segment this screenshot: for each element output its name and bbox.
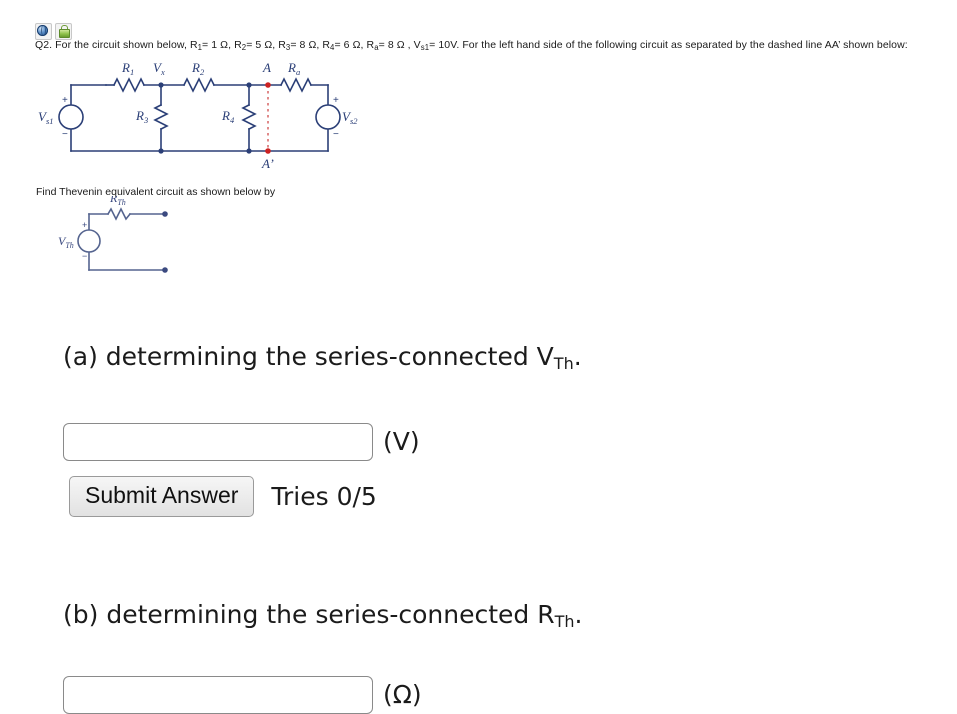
part-b-answer-row: (Ω) <box>63 676 422 714</box>
voltage-source-vth <box>77 229 101 253</box>
circuit-diagram-thevenin: RTh VTh + − <box>55 196 190 281</box>
question-segment: = 6 Ω, R <box>334 39 375 51</box>
part-a-answer-row: (V) <box>63 423 420 461</box>
label-vs1: Vs1 <box>38 109 54 126</box>
polarity-minus-vs2: − <box>333 129 339 140</box>
part-a-prompt: (a) determining the series-connected VTh… <box>63 342 582 375</box>
polarity-minus-vth: − <box>82 251 87 261</box>
voltage-source-vs1 <box>58 104 84 130</box>
question-subscript: 4 <box>330 43 335 52</box>
part-a-tries-label: Tries 0/5 <box>271 481 377 511</box>
question-text: Q2. For the circuit shown below, R1= 1 Ω… <box>35 39 908 52</box>
question-subscript: 2 <box>241 43 247 52</box>
part-a-prompt-suffix: . <box>573 342 582 371</box>
terminal-bottom <box>162 267 168 273</box>
label-vx: Vx <box>153 60 165 77</box>
label-r4: R4 <box>221 108 235 125</box>
label-r1: R1 <box>121 60 134 77</box>
lock-icon-glyph <box>59 25 70 38</box>
part-a-submit-answer-button[interactable]: Submit Answer <box>69 476 255 517</box>
circuit-diagram-main: R1 Vx R2 A Ra R3 R4 Vs1 Vs2 <box>36 55 366 175</box>
polarity-plus-vs2: + <box>333 95 339 106</box>
label-r2: R2 <box>191 60 205 77</box>
globe-icon[interactable] <box>35 23 52 40</box>
part-a-unit-label: (V) <box>383 427 420 456</box>
label-vs2: Vs2 <box>342 109 358 126</box>
part-b-prompt-suffix: . <box>574 600 583 629</box>
globe-icon-glyph <box>37 25 48 36</box>
question-segment: Q2. For the circuit shown below, R <box>35 39 198 51</box>
part-a-answer-input[interactable] <box>63 423 373 461</box>
part-b-prompt-subscript: Th <box>554 612 575 631</box>
toolbar-icon-strip <box>35 23 72 40</box>
label-ra: Ra <box>287 60 300 77</box>
part-b-answer-input[interactable] <box>63 676 373 714</box>
polarity-minus-vs1: − <box>62 129 68 140</box>
polarity-plus-vs1: + <box>62 95 68 106</box>
label-node-a: A <box>262 60 271 75</box>
polarity-plus-vth: + <box>82 220 87 230</box>
voltage-source-vs2 <box>315 104 341 130</box>
part-b-prompt-text: (b) determining the series-connected R <box>63 600 555 629</box>
question-segment: = 1 Ω, R <box>202 39 242 51</box>
label-r3: R3 <box>135 108 148 125</box>
question-segment: = 8 Ω , V <box>378 39 421 51</box>
label-rth: RTh <box>109 196 126 207</box>
terminal-top <box>162 211 168 217</box>
find-thevenin-text: Find Thevenin equivalent circuit as show… <box>36 186 276 198</box>
lock-icon[interactable] <box>55 23 72 40</box>
label-vth: VTh <box>58 234 74 250</box>
question-subscript: a <box>374 43 379 52</box>
question-subscript: 1 <box>197 43 203 52</box>
part-a-prompt-text: (a) determining the series-connected V <box>63 342 554 371</box>
part-a-submit-row: Submit Answer Tries 0/5 <box>69 476 377 517</box>
question-subscript: 3 <box>285 43 291 52</box>
question-segment: = 10V. For the left hand side of the fol… <box>429 39 908 51</box>
question-segment: = 8 Ω, R <box>290 39 331 51</box>
part-b-prompt: (b) determining the series-connected RTh… <box>63 600 582 633</box>
label-node-a-prime: A’ <box>261 156 274 171</box>
node-marker-a <box>265 82 271 88</box>
part-b-unit-label: (Ω) <box>383 680 422 709</box>
question-segment: = 5 Ω, R <box>246 39 286 51</box>
part-a-prompt-subscript: Th <box>553 354 574 373</box>
question-subscript: s1 <box>420 43 430 52</box>
node-marker-a-prime <box>265 148 271 154</box>
